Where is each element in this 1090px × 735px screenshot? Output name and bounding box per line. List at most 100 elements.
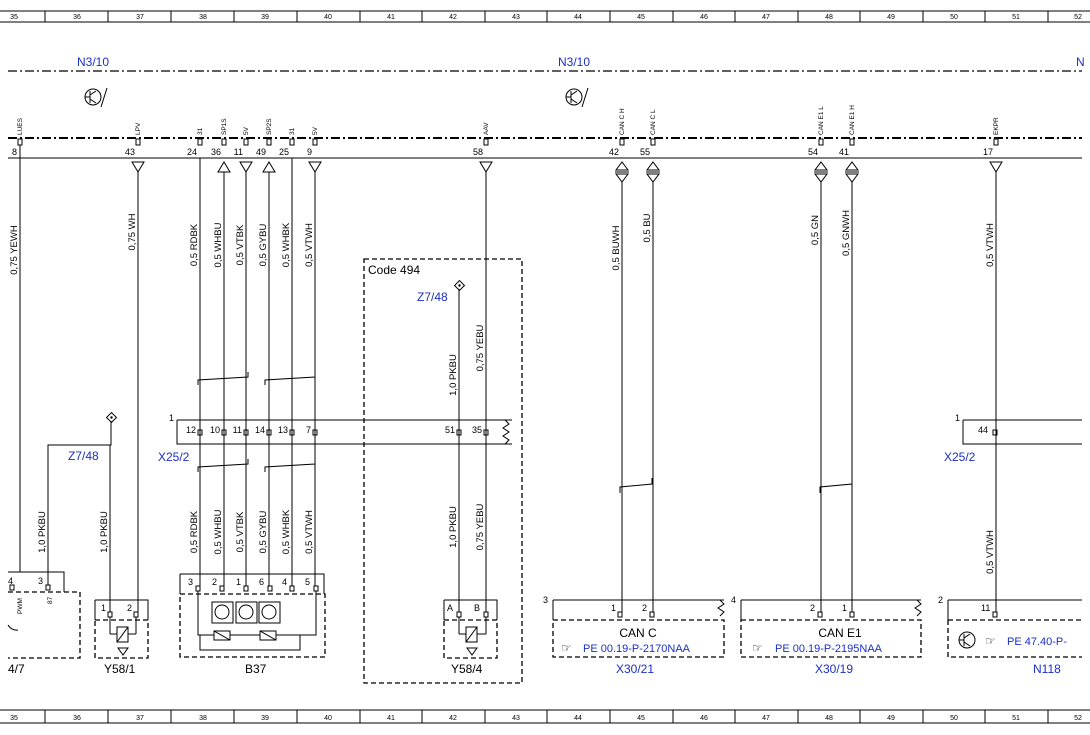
connector-pin: 10: [210, 425, 220, 435]
sensor-b37: [179, 573, 326, 658]
ecu-pin-signal: CAN C H: [619, 108, 626, 135]
ecu-pin-number: 42: [609, 147, 619, 157]
ruler-column-number: 41: [387, 14, 395, 21]
bus-icon: [845, 173, 859, 183]
transistor-icon: [84, 87, 108, 108]
pin-label: 5: [305, 577, 310, 587]
ruler-column-number: 48: [825, 715, 833, 722]
ecu-pin-number: 55: [640, 147, 650, 157]
ruler-column-number: 47: [762, 14, 770, 21]
component-4-7: [7, 571, 81, 659]
wire-label: 1,0 PKBU: [37, 511, 48, 553]
component-label: Y58/4: [451, 662, 483, 676]
wire-label: 0,5 GN: [810, 215, 821, 245]
ecu-pin-number: 41: [839, 147, 849, 157]
wire-label: 0,5 WHBK: [281, 222, 292, 267]
ecu-pin-signal: CAN C L: [650, 109, 657, 135]
bus-icon: [615, 173, 629, 183]
pin-label: 3: [38, 576, 43, 586]
node-label: X30/19: [815, 662, 853, 676]
wire-label: 0,5 VTBK: [235, 511, 246, 552]
ruler-column-number: 39: [261, 14, 269, 21]
node-title: CAN E1: [818, 626, 862, 640]
ruler-column-number: 36: [73, 14, 81, 21]
code-box-label: Code 494: [368, 263, 420, 277]
wire-label: 1,0 PKBU: [448, 506, 459, 548]
ecu-pin: [818, 138, 824, 146]
pin-label: 6: [259, 577, 264, 587]
connector-pin: 7: [306, 425, 311, 435]
ecu-pin-signal: 31: [289, 127, 296, 135]
connector-number: 3: [543, 595, 548, 605]
ecu-pin: [266, 138, 272, 146]
connector-number: 4: [731, 595, 736, 605]
ruler-column-number: 43: [512, 715, 520, 722]
ruler-column-number: 40: [324, 715, 332, 722]
ecu-pin: [312, 138, 318, 146]
wire-label: 0,5 RDBK: [189, 223, 200, 266]
component-label: B37: [245, 662, 267, 676]
signal-out-icon: [308, 161, 322, 173]
ruler-column-number: 45: [637, 14, 645, 21]
bus-icon: [646, 161, 660, 171]
connector-x25-2: [176, 419, 512, 445]
connector-pin-socket: [456, 429, 462, 436]
reference-link[interactable]: PE 00.19-P-2195NAA: [775, 643, 883, 655]
ruler-column-number: 41: [387, 715, 395, 722]
pin-label: 2: [212, 577, 217, 587]
ruler-column-number: 42: [449, 715, 457, 722]
ruler-column-number: 45: [637, 715, 645, 722]
ruler-column-number: 39: [261, 715, 269, 722]
node-label: N118: [1033, 662, 1061, 676]
pin-label: 11: [981, 603, 990, 613]
ruler-column-number: 52: [1074, 14, 1082, 21]
ecu-pin-signal: EKPR: [993, 117, 1000, 135]
wire-label: 1,0 PKBU: [99, 511, 110, 553]
ecu-pin: [197, 138, 203, 146]
ecu-pin-number: 43: [125, 147, 135, 157]
wire-label: 0,5 BU: [642, 213, 653, 242]
connector-pin-socket: [197, 429, 203, 436]
signal-label: PWM: [17, 598, 24, 614]
pointer-icon: ☞: [985, 634, 996, 648]
connector-pin-socket: [483, 429, 489, 436]
ecu-pin: [221, 138, 227, 146]
signal-out-icon: [989, 161, 1003, 173]
connector-pin-socket: [289, 429, 295, 436]
reference-link[interactable]: PE 00.19-P-2170NAA: [583, 643, 691, 655]
signal-in-icon: [262, 161, 276, 173]
signal-out-icon: [131, 161, 145, 173]
ruler-column-number: 44: [574, 715, 582, 722]
ecu-pin: [17, 138, 23, 146]
splice-icon: [453, 279, 466, 292]
ruler-column-number: 50: [950, 14, 958, 21]
pin-label: 1: [842, 603, 847, 613]
ecu-pin: [135, 138, 141, 146]
node-title: CAN C: [619, 626, 657, 640]
ruler-column-number: 35: [10, 715, 18, 722]
connector-pin-socket: [312, 429, 318, 436]
signal-in-icon: [217, 161, 231, 173]
wire-label: 0,75 YEWH: [9, 225, 20, 275]
ecu-boundary: [8, 70, 1082, 159]
wire-label: 0,5 BUWH: [611, 225, 622, 270]
valve-y58-4: [443, 599, 498, 659]
ecu-pin-number: 36: [211, 147, 221, 157]
pin-label: 4: [282, 577, 287, 587]
ruler-column-number: 51: [1012, 14, 1020, 21]
node-label: X30/21: [616, 662, 654, 676]
ecu-pin: [849, 138, 855, 146]
signal-out-icon: [239, 161, 253, 173]
connector-pin: 51: [445, 425, 455, 435]
ruler-column-number: 43: [512, 14, 520, 21]
ruler-column-number: 50: [950, 715, 958, 722]
valve-y58-1: [94, 599, 149, 659]
wire-label: 0,5 GYBU: [258, 510, 269, 553]
wire-label: 0,75 WH: [127, 213, 138, 250]
wire-label: 0,5 VTWH: [304, 223, 315, 267]
reference-link[interactable]: PE 47.40-P-: [1007, 636, 1067, 648]
ruler-column-number: 36: [73, 715, 81, 722]
ruler-column-number: 48: [825, 14, 833, 21]
